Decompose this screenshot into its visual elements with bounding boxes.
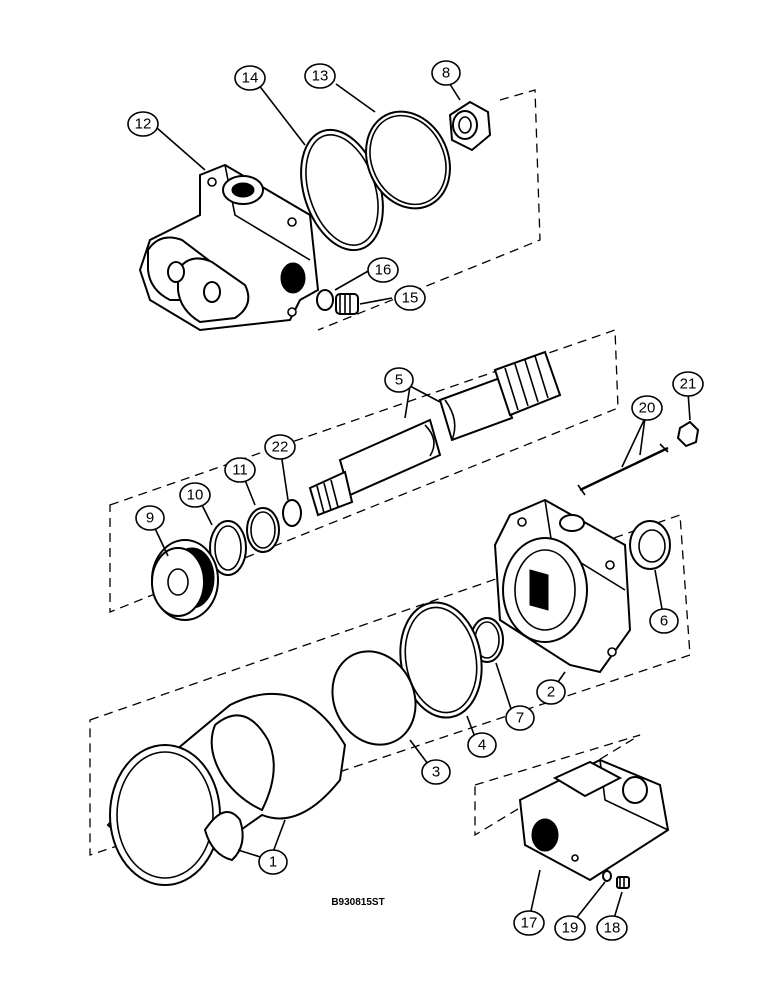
svg-text:11: 11 xyxy=(232,462,248,479)
svg-text:5: 5 xyxy=(395,372,403,389)
svg-text:4: 4 xyxy=(478,737,486,754)
tie-rod-nut-21 xyxy=(676,420,700,448)
seal-22 xyxy=(282,499,302,527)
callout-16: 16 xyxy=(367,257,399,283)
seal-10 xyxy=(209,520,247,576)
svg-text:15: 15 xyxy=(402,290,419,307)
piston-rod-5 xyxy=(308,350,562,517)
svg-text:18: 18 xyxy=(604,920,621,937)
ball-19 xyxy=(602,870,612,882)
svg-text:13: 13 xyxy=(312,68,329,85)
svg-text:10: 10 xyxy=(187,487,204,504)
rear-clevis-cap xyxy=(138,163,320,332)
callout-17: 17 xyxy=(513,910,545,936)
wiper-seal-6 xyxy=(629,520,671,570)
svg-text:19: 19 xyxy=(562,920,579,937)
front-head-2 xyxy=(493,498,632,674)
svg-text:6: 6 xyxy=(660,613,668,630)
callout-8: 8 xyxy=(431,60,461,86)
front-clevis-17 xyxy=(518,758,670,882)
seal-11 xyxy=(246,507,280,553)
callout-6: 6 xyxy=(649,608,679,634)
group-outline-clevis xyxy=(474,734,641,837)
svg-text:14: 14 xyxy=(242,70,259,87)
callout-20: 20 xyxy=(631,395,663,421)
callout-21: 21 xyxy=(672,371,704,397)
callout-15: 15 xyxy=(394,285,426,311)
set-screw-18 xyxy=(616,876,630,889)
svg-text:16: 16 xyxy=(375,262,392,279)
callout-19: 19 xyxy=(554,915,586,941)
drawing-reference: B930815ST xyxy=(331,897,384,908)
callout-2: 2 xyxy=(536,679,566,705)
svg-text:1: 1 xyxy=(269,854,277,871)
svg-text:12: 12 xyxy=(135,116,152,133)
callout-18: 18 xyxy=(596,915,628,941)
seal-16 xyxy=(316,289,334,311)
callout-5: 5 xyxy=(384,367,414,393)
plug-15 xyxy=(335,293,359,315)
callout-7: 7 xyxy=(505,705,535,731)
svg-text:21: 21 xyxy=(680,376,697,393)
svg-text:3: 3 xyxy=(432,764,440,781)
svg-text:22: 22 xyxy=(272,439,289,456)
svg-text:2: 2 xyxy=(547,684,555,701)
svg-text:17: 17 xyxy=(521,915,538,932)
callout-11: 11 xyxy=(224,457,256,483)
group-outline-top xyxy=(317,89,541,331)
svg-text:20: 20 xyxy=(639,400,656,417)
barrel-1 xyxy=(106,692,347,886)
callout-1: 1 xyxy=(258,849,288,875)
callout-9: 9 xyxy=(135,505,165,531)
group-outline-lower xyxy=(89,514,691,856)
callout-12: 12 xyxy=(127,111,159,137)
o-ring-large-13 xyxy=(365,110,451,210)
svg-text:8: 8 xyxy=(442,65,450,82)
callout-14: 14 xyxy=(234,65,266,91)
callout-4: 4 xyxy=(467,732,497,758)
callout-13: 13 xyxy=(304,63,336,89)
piston-9 xyxy=(151,539,219,621)
callout-3: 3 xyxy=(421,759,451,785)
tie-rod-20 xyxy=(577,443,669,496)
svg-text:9: 9 xyxy=(146,510,154,527)
svg-text:7: 7 xyxy=(516,710,524,727)
ring-3 xyxy=(331,650,417,746)
hex-nut-8 xyxy=(448,100,492,152)
callout-10: 10 xyxy=(179,482,211,508)
callout-22: 22 xyxy=(264,434,296,460)
